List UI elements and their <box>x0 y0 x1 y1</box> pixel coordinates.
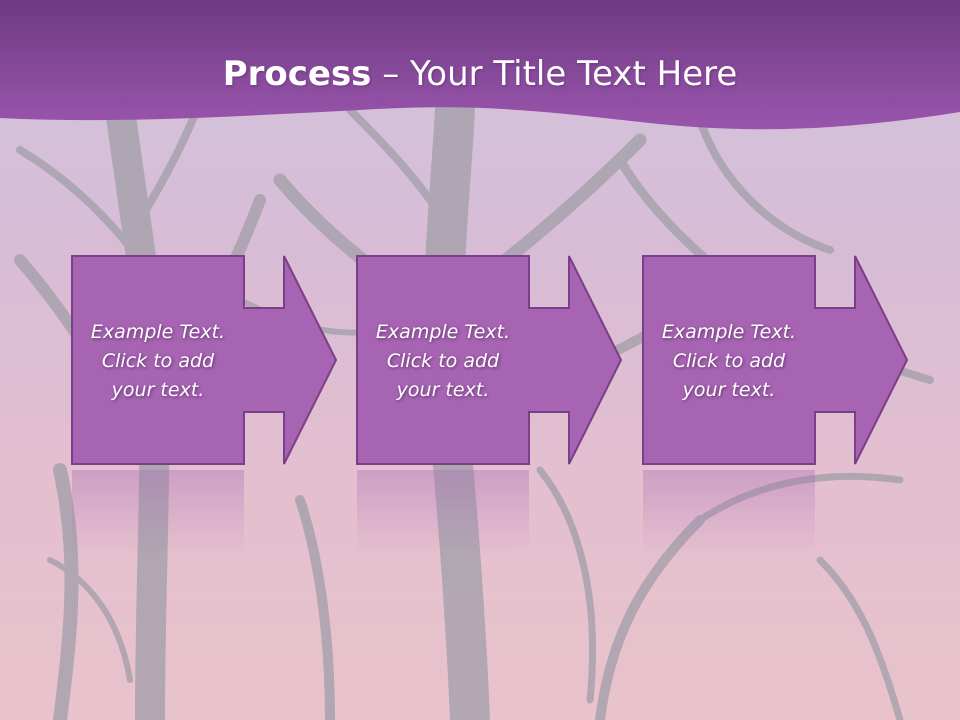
process-step-1[interactable]: Example Text. Click to add your text. <box>71 255 912 556</box>
step-2-text[interactable]: Example Text. Click to add your text. <box>375 320 511 401</box>
process-step-3[interactable]: Example Text. Click to add your text. <box>642 255 960 556</box>
title-rest-part: – Your Title Text Here <box>371 54 738 94</box>
step-2-arrow-shape <box>356 255 623 556</box>
step-1-text[interactable]: Example Text. Click to add your text. <box>90 320 226 401</box>
step-1-arrow-shape <box>71 255 338 556</box>
header-band <box>0 0 960 130</box>
step-3-arrow-shape <box>642 255 909 556</box>
step-3-text[interactable]: Example Text. Click to add your text. <box>661 320 797 401</box>
title-bold-part: Process <box>222 54 372 94</box>
process-step-2[interactable]: Example Text. Click to add your text. <box>356 255 960 556</box>
slide-title[interactable]: Process – Your Title Text Here <box>0 52 960 96</box>
